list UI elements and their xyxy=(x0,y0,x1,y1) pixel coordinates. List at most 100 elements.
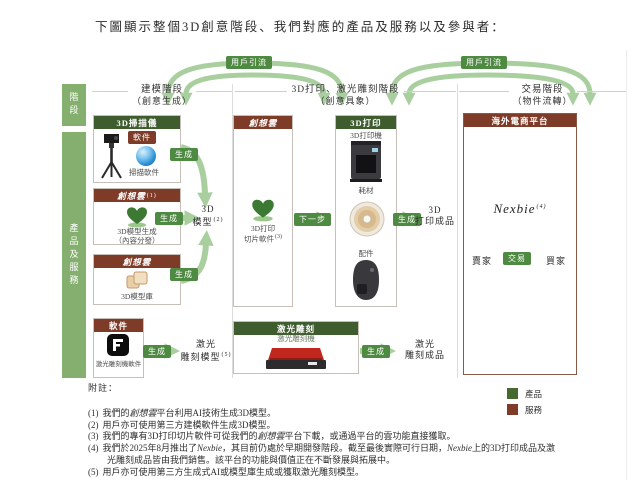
laser-software-caption: 激光雕刻機軟件 xyxy=(95,361,142,368)
model-output-label: 3D 模型(2) xyxy=(188,204,228,228)
column-separator-1 xyxy=(232,84,233,378)
divider-line xyxy=(235,91,288,92)
scanner-box-header: 3D掃描儀 xyxy=(94,116,180,129)
footnote-4: (4)我們於2025年8月推出了Nexbie，其目前仍處於早期開發階段。截至最後… xyxy=(88,443,556,465)
app-glyph-icon xyxy=(113,339,123,351)
divider-line xyxy=(92,91,128,92)
output-line: 模型 xyxy=(192,217,213,227)
sidebar-stage-label: 階段 xyxy=(62,84,86,126)
output-line: 雕刻模型 xyxy=(180,352,221,362)
divider-line xyxy=(196,91,233,92)
figure-title: 下圖顯示整個3D創意階段、我們對應的產品及服務以及參與者： xyxy=(95,20,506,34)
filament-label: 耗材 xyxy=(358,186,374,195)
generate-badge: 生成 xyxy=(170,148,198,161)
cloud-gen-caption-2: （內容分發） xyxy=(114,236,160,245)
laser-software-app-icon xyxy=(107,334,129,356)
laser-engraver-icon xyxy=(266,348,326,369)
printer-box-header: 3D打印 xyxy=(336,116,396,129)
divider-line xyxy=(403,91,456,92)
stage-name: 建模階段 xyxy=(141,85,184,95)
footnote-number: (3) xyxy=(88,431,99,442)
model-library-icon xyxy=(126,271,148,289)
printer-3d-icon xyxy=(350,141,382,182)
generate-badge: 生成 xyxy=(170,268,198,281)
accessory-pod-icon xyxy=(353,260,379,300)
scan-software-caption: 掃描軟件 xyxy=(129,168,159,177)
legend-service-row: 服務 xyxy=(507,404,542,415)
sidebar-products-services-label: 產品及服務 xyxy=(62,132,86,378)
brand-name: Nexbie xyxy=(493,201,536,216)
caption-text: 切片軟件 xyxy=(244,234,274,244)
footnote-ref: (2) xyxy=(213,217,224,223)
platform-box-header: 海外電商平台 xyxy=(464,114,576,127)
print-output-label: 3D 打印成品 xyxy=(412,205,458,227)
cloud-model-library-box: 創想雲 3D模型庫 xyxy=(93,254,181,305)
service-color-swatch xyxy=(507,404,518,415)
brand-name: 創想雲 xyxy=(117,190,146,201)
legend-service-label: 服務 xyxy=(525,404,543,415)
printer-products-box: 3D打印 3D打印機 耗材 配件 xyxy=(335,115,397,307)
output-line: 3D xyxy=(428,205,442,215)
legend-product-label: 產品 xyxy=(525,388,543,399)
laser-software-box: 軟件 激光雕刻機軟件 xyxy=(93,318,144,378)
footnote-number: (1) xyxy=(88,407,99,418)
output-line: 雕刻成品 xyxy=(404,350,445,360)
stage-header-modeling: 建模階段 （創意生成） xyxy=(92,85,233,107)
ecommerce-platform-box: 海外電商平台 Nexbie(4) 賣家 買家 xyxy=(463,113,577,375)
scan-software-icon xyxy=(136,146,156,166)
stage-header-printing: 3D打印、激光雕刻階段 （創意具象） xyxy=(235,85,456,107)
generate-badge: 生成 xyxy=(143,345,171,358)
software-tag-badge: 軟件 xyxy=(128,131,156,144)
stage-name: 交易階段 xyxy=(521,85,564,95)
laser-engraving-box: 激光雕刻 激光雕刻機 xyxy=(233,321,359,374)
buyer-label: 買家 xyxy=(545,256,566,266)
footnote-number: (4) xyxy=(88,443,99,454)
user-traffic-badge-right: 用戶引流 xyxy=(461,56,507,69)
filament-spool-icon xyxy=(349,201,385,237)
divider-line xyxy=(459,91,509,92)
footnote-1: (1)我們的創想雲平台利用AI技術生成3D模型。 xyxy=(88,407,277,418)
laser-machine-caption: 激光雕刻機 xyxy=(277,334,315,343)
column-separator-2 xyxy=(457,84,458,378)
cloud-model-generation-box: 創想雲(1) 3D模型生成 （內容分發） xyxy=(93,188,181,245)
footnote-ref: (3) xyxy=(275,234,282,240)
stage-subtitle: （物件流轉） xyxy=(512,96,573,106)
platform-brand: Nexbie(4) xyxy=(464,201,576,217)
page-edge-line xyxy=(626,50,627,480)
laser-output-label: 激光 雕刻成品 xyxy=(400,339,450,361)
footnote-3: (3)我們的專有3D打印切片軟件可從我們的創想雲平台下載，或通過平台的雲功能直接… xyxy=(88,431,456,442)
laser-model-output-label: 激光 雕刻模型(5) xyxy=(180,339,232,363)
legend: 產品 服務 xyxy=(507,388,542,420)
stage-subtitle: （創意生成） xyxy=(132,96,193,106)
accessory-label: 配件 xyxy=(358,249,374,258)
model-library-caption: 3D模型庫 xyxy=(121,292,153,301)
cloud-gen-caption-1: 3D模型生成 xyxy=(117,227,157,236)
slicer-caption-2: 切片軟件(3) xyxy=(234,233,292,244)
output-line: 激光 xyxy=(195,339,216,349)
output-line: 激光 xyxy=(414,339,435,349)
divider-line xyxy=(576,91,627,92)
scanner-box: 3D掃描儀 軟件 掃描軟件 xyxy=(93,115,181,183)
slicer-caption-1: 3D打印 xyxy=(250,224,276,233)
user-traffic-badge-left: 用戶引流 xyxy=(226,56,272,69)
output-line: 3D xyxy=(201,204,215,214)
generate-badge: 生成 xyxy=(155,212,183,225)
generate-badge: 生成 xyxy=(362,345,390,358)
footnote-2: (2)用戶亦可使用第三方建模軟件生成3D模型。 xyxy=(88,419,276,430)
footnote-ref: (5) xyxy=(221,352,232,358)
cloud-library-box-header: 創想雲 xyxy=(94,255,180,268)
footnotes: 附註： (1)我們的創想雲平台利用AI技術生成3D模型。 (2)用戶亦可使用第三… xyxy=(88,383,562,479)
legend-product-row: 產品 xyxy=(507,388,542,399)
brand-name: 創想雲 xyxy=(248,117,278,128)
creality-cloud-heart-icon xyxy=(127,207,147,228)
footnote-ref: (4) xyxy=(536,203,547,210)
footnotes-heading: 附註： xyxy=(88,383,119,393)
generate-badge: 生成 xyxy=(393,213,421,226)
slicer-software-box: 創想雲 3D打印 切片軟件(3) xyxy=(233,115,293,307)
brand-name: 創想雲 xyxy=(122,256,152,267)
footnote-number: (5) xyxy=(88,466,99,477)
footnote-5: (5)用戶亦可使用第三方生成式AI或模型庫生成或獲取激光雕刻模型。 xyxy=(88,466,364,477)
laser-software-box-header: 軟件 xyxy=(94,319,143,332)
footnote-number: (2) xyxy=(88,419,99,430)
